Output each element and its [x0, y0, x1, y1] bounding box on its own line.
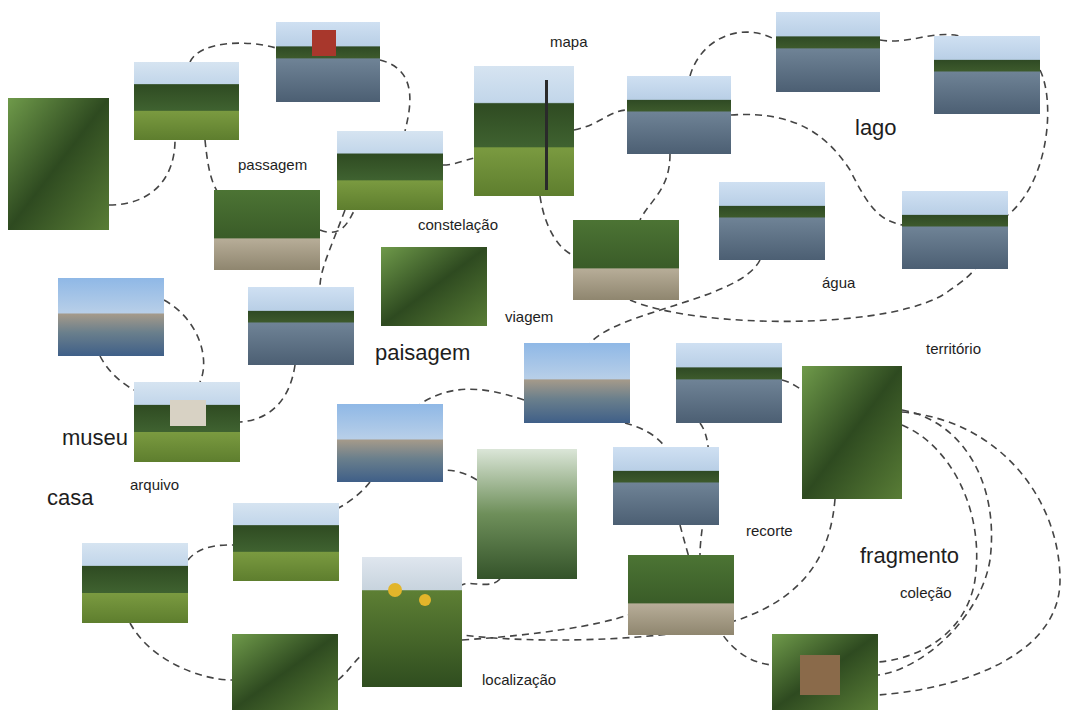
keyword-label: lago — [853, 116, 899, 140]
keyword-label: coleção — [898, 585, 954, 602]
keyword-label: território — [924, 341, 983, 358]
photos — [8, 12, 1040, 710]
keyword-label: recorte — [744, 523, 795, 540]
keyword-label: paisagem — [373, 341, 472, 365]
keyword-label: viagem — [503, 309, 555, 326]
keyword-label: casa — [45, 486, 95, 510]
keyword-label: água — [820, 275, 857, 292]
keyword-label: passagem — [236, 157, 309, 174]
dashed-links — [100, 32, 1060, 695]
keyword-label: fragmento — [858, 544, 961, 568]
keyword-label: museu — [60, 426, 130, 450]
keyword-label: constelação — [416, 217, 500, 234]
keyword-label: localização — [480, 672, 558, 689]
keyword-label: arquivo — [128, 477, 181, 494]
keyword-label: mapa — [548, 34, 590, 51]
